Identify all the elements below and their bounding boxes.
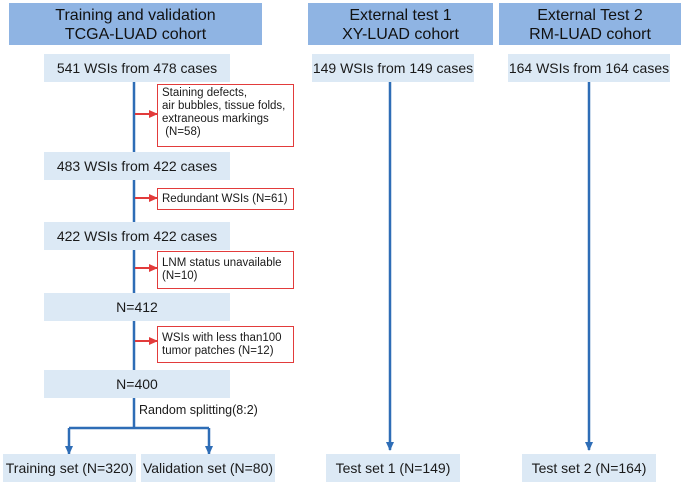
exclusion-4-line1: WSIs with less than100	[162, 332, 282, 344]
exclusion-box-4: WSIs with less than100 tumor patches (N=…	[157, 326, 294, 363]
step-box-1: 541 WSIs from 478 cases	[44, 54, 230, 82]
split-label: Random splitting(8:2)	[139, 403, 258, 417]
step-box-4: N=412	[44, 293, 230, 321]
step-box-5: N=400	[44, 370, 230, 398]
header-external2-line2: RM-LUAD cohort	[529, 26, 651, 43]
exclusion-4-line2: tumor patches (N=12)	[162, 345, 274, 357]
exclusion-box-3: LNM status unavailable (N=10)	[157, 251, 294, 289]
step-box-2: 483 WSIs from 422 cases	[44, 152, 230, 180]
external1-start-box: 149 WSIs from 149 cases	[312, 54, 474, 82]
external1-end-box: Test set 1 (N=149)	[326, 454, 460, 482]
exclusion-3-line1: LNM status unavailable	[162, 257, 282, 269]
header-external1-line2: XY-LUAD cohort	[342, 26, 459, 43]
step-box-3: 422 WSIs from 422 cases	[44, 222, 230, 250]
training-set-box: Training set (N=320)	[3, 454, 136, 482]
exclusion-box-1: Staining defects, air bubbles, tissue fo…	[157, 84, 294, 147]
exclusion-3-line2: (N=10)	[162, 270, 198, 282]
header-external1-line1: External test 1	[349, 7, 452, 24]
exclusion-1-line2: air bubbles, tissue folds,	[162, 100, 286, 112]
header-training-line1: Training and validation	[55, 7, 216, 24]
exclusion-box-2: Redundant WSIs (N=61)	[157, 188, 294, 210]
header-external2-line1: External Test 2	[537, 7, 643, 24]
header-external-test-1: External test 1 XY-LUAD cohort	[308, 3, 493, 45]
validation-set-box: Validation set (N=80)	[141, 454, 275, 482]
exclusion-2-line1: Redundant WSIs (N=61)	[162, 192, 288, 205]
header-training-validation: Training and validation TCGA-LUAD cohort	[9, 3, 262, 45]
header-training-line2: TCGA-LUAD cohort	[64, 26, 207, 43]
exclusion-1-line3: extraneous markings	[162, 113, 269, 125]
header-external-test-2: External Test 2 RM-LUAD cohort	[499, 3, 681, 45]
external2-end-box: Test set 2 (N=164)	[522, 454, 656, 482]
external2-start-box: 164 WSIs from 164 cases	[508, 54, 670, 82]
exclusion-1-line1: Staining defects,	[162, 87, 248, 99]
exclusion-1-line4: (N=58)	[162, 126, 201, 138]
